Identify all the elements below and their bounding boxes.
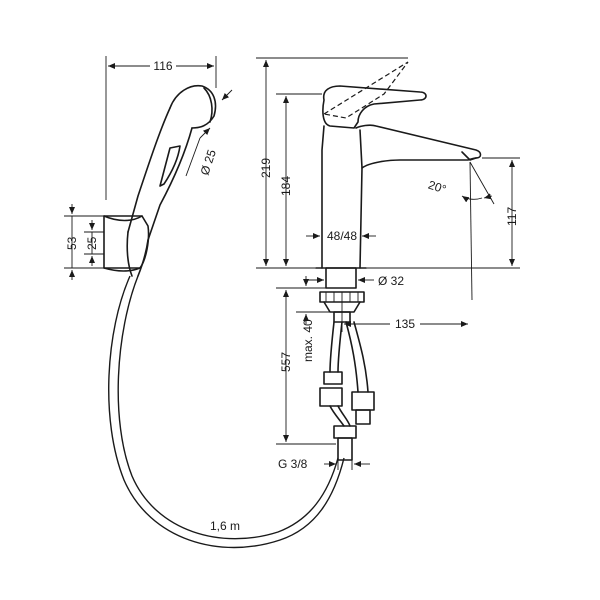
dim-hole-diameter: Ø 32 bbox=[306, 274, 404, 288]
dim-text-angle: 20° bbox=[426, 178, 448, 197]
supply-hoses bbox=[319, 321, 375, 461]
dim-text-184: 184 bbox=[279, 176, 293, 196]
dim-body-diameter: 48/48 bbox=[306, 229, 376, 243]
faucet-body bbox=[315, 61, 482, 323]
dim-text-557: 557 bbox=[279, 352, 293, 372]
dim-holder: 53 25 bbox=[64, 204, 104, 280]
shower-hose bbox=[108, 275, 345, 549]
shower-holder bbox=[103, 215, 150, 272]
dim-117: 117 bbox=[366, 157, 520, 269]
dim-text-117: 117 bbox=[505, 207, 519, 226]
dim-angle: 20° bbox=[426, 161, 495, 301]
dim-text-53: 53 bbox=[65, 236, 79, 250]
dim-heights: 219 184 bbox=[256, 57, 408, 269]
dim-text-thread: G 3/8 bbox=[278, 457, 308, 471]
dim-text-d25: Ø 25 bbox=[198, 148, 219, 177]
dim-text-135: 135 bbox=[395, 317, 415, 331]
dim-116: 116 bbox=[105, 56, 217, 200]
dim-text-25: 25 bbox=[85, 236, 99, 250]
dim-thread: G 3/8 bbox=[278, 452, 370, 471]
dim-text-hose-length: 1,6 m bbox=[210, 519, 240, 533]
hand-shower bbox=[126, 84, 217, 277]
dim-text-d32: Ø 32 bbox=[378, 274, 404, 288]
dim-text-max40: max. 40 bbox=[301, 319, 315, 362]
dim-text-48-48: 48/48 bbox=[327, 229, 357, 243]
dim-text-219: 219 bbox=[259, 158, 273, 178]
dim-557: 557 bbox=[276, 287, 336, 445]
dim-max-40: max. 40 bbox=[296, 276, 330, 362]
dim-diameter-25: Ø 25 bbox=[185, 89, 233, 177]
dim-135: 135 bbox=[341, 302, 468, 332]
dim-text-116: 116 bbox=[153, 59, 172, 73]
